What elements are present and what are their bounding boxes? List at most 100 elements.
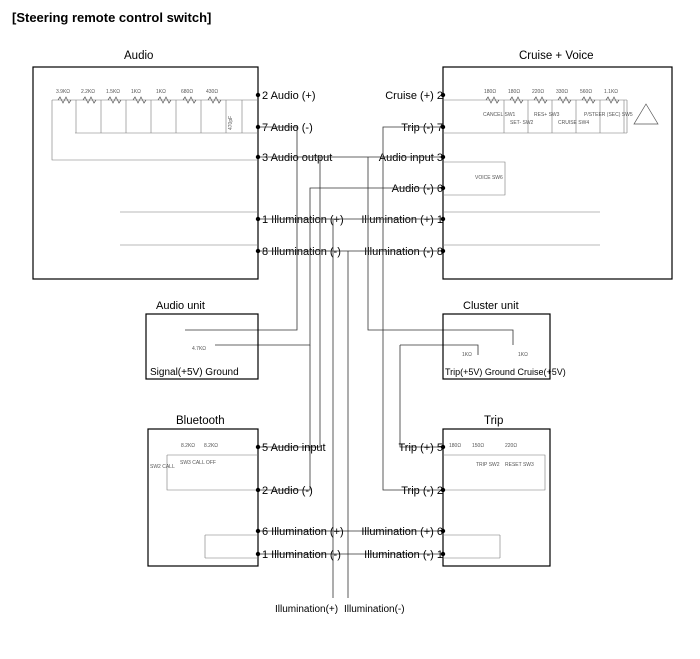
cluster-unit-box bbox=[442, 313, 551, 380]
resistor-icon bbox=[82, 96, 97, 104]
p-steer-switch-label: P/STEER (SEC) SW5 bbox=[584, 112, 633, 118]
junction-dot bbox=[440, 487, 446, 493]
trip-pin-6: Illumination (+) 6 bbox=[361, 526, 443, 538]
audio-unit-terminals: Signal(+5V) Ground bbox=[150, 367, 239, 378]
resistor-label: 1.5KΩ bbox=[106, 89, 120, 95]
resistor-label: 2.2KΩ bbox=[81, 89, 95, 95]
resistor-label: 330Ω bbox=[556, 89, 568, 95]
trip-pin-2: Trip (-) 2 bbox=[401, 485, 443, 497]
cruise-pin-6: Audio (-) 6 bbox=[392, 183, 443, 195]
trip-resistor-3: 220Ω bbox=[505, 443, 517, 449]
resistor-icon bbox=[132, 96, 147, 104]
trip-title: Trip bbox=[484, 415, 503, 427]
bt-pin-5: 5 Audio input bbox=[262, 442, 326, 454]
audio-pin-2: 2 Audio (+) bbox=[262, 90, 316, 102]
illumination-minus-label: Illumination(-) bbox=[344, 604, 405, 615]
resistor-icon bbox=[207, 96, 222, 104]
trip-pin-1: Illumination (-) 1 bbox=[364, 549, 443, 561]
audio-pins: 2 Audio (+) 7 Audio (-) 3 Audio output 1… bbox=[262, 90, 344, 258]
junction-dot bbox=[440, 528, 446, 534]
audio-unit-resistor-label: 4.7KΩ bbox=[192, 346, 206, 352]
resistor-icon bbox=[557, 96, 572, 104]
cruise-switch-label: CRUISE SW4 bbox=[558, 120, 589, 126]
resistor-icon bbox=[157, 96, 172, 104]
voice-switch-label: VOICE SW6 bbox=[475, 175, 503, 181]
reset-switch: RESET SW3 bbox=[505, 462, 534, 468]
cluster-resistor-1: 1KΩ bbox=[462, 352, 472, 358]
junction-dot bbox=[440, 92, 446, 98]
audio-unit-title: Audio unit bbox=[156, 300, 205, 312]
res-switch-label: RES+ SW3 bbox=[534, 112, 560, 118]
resistor-label: 220Ω bbox=[532, 89, 544, 95]
cruise-pin-3: Audio input 3 bbox=[379, 152, 443, 164]
audio-pin-8: 8 Illumination (-) bbox=[262, 246, 341, 258]
junction-dot bbox=[255, 154, 261, 160]
cruise-switch-labels: CANCEL SW1 SET- SW2 RES+ SW3 CRUISE SW4 … bbox=[483, 112, 633, 126]
cruise-pin-8: Illumination (-) 8 bbox=[364, 246, 443, 258]
trip-pin-5: Trip (+) 5 bbox=[398, 442, 443, 454]
trip-box bbox=[442, 428, 551, 567]
resistor-icon bbox=[605, 96, 620, 104]
junction-dot bbox=[255, 487, 261, 493]
resistor-icon bbox=[581, 96, 596, 104]
trip-resistor-1: 180Ω bbox=[449, 443, 461, 449]
cruise-title: Cruise + Voice bbox=[519, 50, 593, 62]
diagram-title: [Steering remote control switch] bbox=[12, 10, 211, 25]
junction-dot bbox=[255, 92, 261, 98]
audio-pin-1: 1 Illumination (+) bbox=[262, 214, 344, 226]
bt-pin-2: 2 Audio (-) bbox=[262, 485, 313, 497]
junction-dot bbox=[440, 216, 446, 222]
resistor-icon bbox=[182, 96, 197, 104]
bluetooth-box bbox=[147, 428, 259, 567]
set-switch-label: SET- SW2 bbox=[510, 120, 534, 126]
cluster-unit-terminals: Trip(+5V) Ground Cruise(+5V) bbox=[445, 367, 566, 377]
bt-resistor-1: 8.2KΩ bbox=[181, 443, 195, 449]
resistor-label: 1KΩ bbox=[156, 89, 166, 95]
junction-dot bbox=[255, 444, 261, 450]
resistor-icon bbox=[57, 96, 72, 104]
cancel-switch-label: CANCEL SW1 bbox=[483, 112, 516, 118]
cruise-pin-7: Trip (-) 7 bbox=[401, 122, 443, 134]
bt-switch-call-off: SW3 CALL OFF bbox=[180, 460, 216, 466]
cruise-pin-1: Illumination (+) 1 bbox=[361, 214, 443, 226]
bt-switch-call: SW2 CALL bbox=[150, 464, 175, 470]
junction-dot bbox=[440, 154, 446, 160]
bt-pin-1: 1 Illumination (-) bbox=[262, 549, 341, 561]
trip-resistor-2: 150Ω bbox=[472, 443, 484, 449]
bluetooth-title: Bluetooth bbox=[176, 415, 225, 427]
resistor-label: 680Ω bbox=[181, 89, 193, 95]
cruise-pins: Cruise (+) 2 Trip (-) 7 Audio input 3 Au… bbox=[361, 90, 443, 258]
cruise-box bbox=[442, 66, 673, 280]
junction-dot bbox=[255, 124, 261, 130]
audio-unit-box bbox=[145, 313, 259, 380]
cluster-resistor-2: 1KΩ bbox=[518, 352, 528, 358]
resistor-icon bbox=[533, 96, 548, 104]
junction-dot bbox=[440, 551, 446, 557]
junction-dot bbox=[440, 185, 446, 191]
resistor-label: 1KΩ bbox=[131, 89, 141, 95]
resistor-label: 1.1KΩ bbox=[604, 89, 618, 95]
junction-dot bbox=[255, 551, 261, 557]
junction-dot bbox=[440, 444, 446, 450]
bt-pin-6: 6 Illumination (+) bbox=[262, 526, 344, 538]
resistor-label: 180Ω bbox=[508, 89, 520, 95]
junction-dot bbox=[440, 124, 446, 130]
junction-dots bbox=[255, 92, 446, 557]
resistor-label: 560Ω bbox=[580, 89, 592, 95]
cruise-pin-2: Cruise (+) 2 bbox=[385, 90, 443, 102]
trip-switch: TRIP SW2 bbox=[476, 462, 500, 468]
audio-capacitor-label: 470pF bbox=[228, 116, 234, 130]
junction-dot bbox=[255, 528, 261, 534]
warning-triangle-icon bbox=[633, 103, 659, 125]
illumination-plus-label: Illumination(+) bbox=[275, 604, 338, 615]
audio-pin-7: 7 Audio (-) bbox=[262, 122, 313, 134]
resistor-icon bbox=[509, 96, 524, 104]
bt-resistor-2: 8.2KΩ bbox=[204, 443, 218, 449]
resistor-icon bbox=[485, 96, 500, 104]
resistor-label: 3.9KΩ bbox=[56, 89, 70, 95]
junction-dot bbox=[255, 216, 261, 222]
resistor-icon bbox=[107, 96, 122, 104]
